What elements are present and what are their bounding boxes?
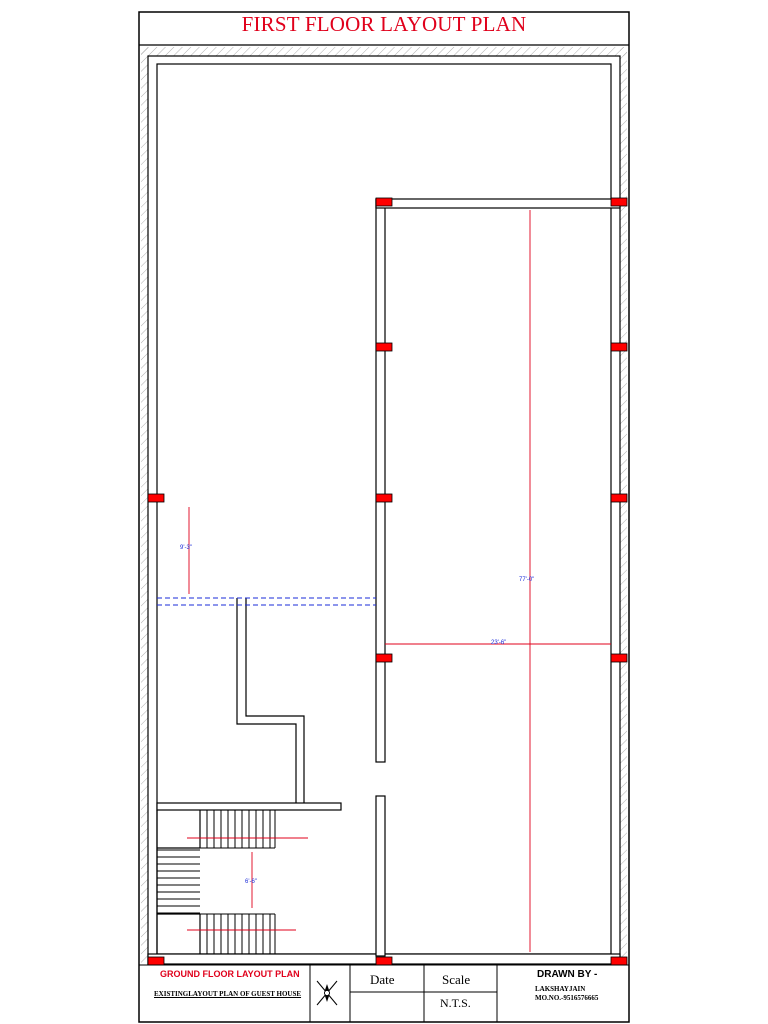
hall-top-wall (375, 198, 621, 209)
column (610, 197, 628, 207)
column (375, 493, 393, 503)
column (147, 956, 165, 966)
ground-floor-label: GROUND FLOOR LAYOUT PLAN (160, 969, 300, 979)
column (375, 956, 393, 966)
column (610, 493, 628, 503)
column (610, 342, 628, 352)
scale-label: Scale (442, 972, 471, 987)
project-label: EXISTINGLAYOUT PLAN OF GUEST HOUSE (154, 990, 302, 998)
structural-columns (147, 197, 628, 966)
column (375, 197, 393, 207)
column (375, 653, 393, 663)
column (147, 493, 165, 503)
dimension-label-hall-width: 23'-6" (491, 640, 507, 646)
mobile-number: MO.NO.-9516576665 (535, 994, 599, 1002)
drawing-title: FIRST FLOOR LAYOUT PLAN (241, 12, 527, 36)
internal-l-wall (236, 598, 305, 803)
dimension-label-hall-length: 77'-0" (519, 577, 535, 583)
column (375, 342, 393, 352)
column (610, 956, 628, 966)
dimension-label-stair-width: 6'-6" (245, 879, 257, 885)
drawn-by-label: DRAWN BY - (537, 969, 598, 980)
stair-walls (156, 810, 201, 954)
beam-hidden-lines (157, 597, 376, 606)
central-wall (375, 198, 386, 957)
stair-landing-wall (156, 802, 342, 811)
drawn-by-name: LAKSHAYJAIN (535, 985, 586, 993)
dimension-lines (187, 210, 611, 952)
outer-wall-hatch (141, 47, 627, 964)
sheet-border (138, 11, 630, 1023)
title-block (139, 964, 629, 1022)
dimension-label-left-stair-gap: 9'-3" (180, 545, 192, 551)
column (610, 653, 628, 663)
north-arrow-icon (316, 980, 338, 1006)
stair-treads (157, 810, 276, 954)
date-label: Date (370, 972, 395, 987)
scale-value: N.T.S. (440, 996, 471, 1010)
